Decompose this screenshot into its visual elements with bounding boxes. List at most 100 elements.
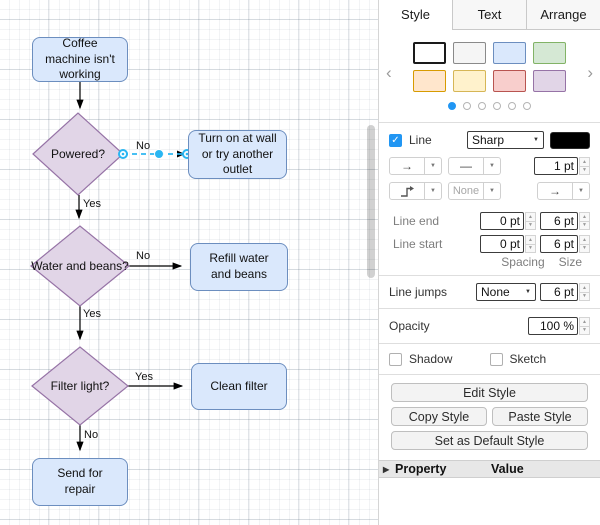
- edge-label-no[interactable]: No: [136, 250, 150, 262]
- line-end-spacing-input[interactable]: [480, 212, 524, 230]
- sketch-checkbox[interactable]: [490, 353, 503, 366]
- properties-header[interactable]: ▶ Property Value: [379, 460, 600, 478]
- opacity-section: Opacity ▲▼: [379, 308, 600, 343]
- copy-style-button[interactable]: Copy Style: [391, 407, 487, 426]
- arrow-right-icon: →: [538, 183, 572, 199]
- line-start-marker-button[interactable]: None ▼: [448, 182, 501, 200]
- swatch-orange[interactable]: [413, 70, 446, 92]
- node-turn-on-at-wall[interactable]: Turn on at wall or try another outlet: [188, 130, 287, 179]
- shadow-checkbox[interactable]: [389, 353, 402, 366]
- swatch-purple[interactable]: [533, 70, 566, 92]
- page-dot[interactable]: [478, 102, 486, 110]
- node-label: Refill water and beans: [199, 251, 279, 282]
- swatch-red[interactable]: [493, 70, 526, 92]
- stepper-down-icon: ▼: [579, 245, 590, 254]
- line-color-button[interactable]: [550, 132, 590, 149]
- page-dot[interactable]: [463, 102, 471, 110]
- caret-down-icon: ▼: [483, 158, 500, 174]
- swatch-gray[interactable]: [453, 42, 486, 64]
- swatch-yellow[interactable]: [453, 70, 486, 92]
- line-jumps-label: Line jumps: [389, 285, 476, 299]
- solid-line-icon: —: [449, 158, 483, 174]
- node-label: Send for repair: [41, 466, 119, 497]
- page-dot[interactable]: [493, 102, 501, 110]
- tab-text[interactable]: Text: [452, 0, 526, 29]
- caret-down-icon: ▼: [483, 183, 500, 199]
- line-style-value: Sharp: [472, 133, 504, 147]
- line-start-size-stepper[interactable]: ▲▼: [579, 235, 590, 253]
- set-default-style-button[interactable]: Set as Default Style: [391, 431, 588, 450]
- line-end-size-stepper[interactable]: ▲▼: [579, 212, 590, 230]
- swatch-white[interactable]: [413, 42, 446, 64]
- node-coffee-machine[interactable]: Coffee machine isn't working: [32, 37, 128, 82]
- page-dot[interactable]: [508, 102, 516, 110]
- node-send-for-repair[interactable]: Send for repair: [32, 458, 128, 506]
- decision-label-powered: Powered?: [23, 147, 133, 161]
- stepper-down-icon: ▼: [579, 293, 590, 302]
- line-checkbox[interactable]: ✓: [389, 134, 402, 147]
- edge-label-no[interactable]: No: [136, 140, 150, 152]
- line-end-spacing-stepper[interactable]: ▲▼: [525, 212, 536, 230]
- stepper-down-icon: ▼: [579, 167, 590, 176]
- stepper-up-icon: ▲: [525, 235, 536, 245]
- decision-label-water: Water and beans?: [25, 259, 135, 273]
- caret-down-icon: ▼: [533, 137, 539, 143]
- line-end-label: Line end: [393, 214, 480, 228]
- line-jumps-value: None: [481, 285, 510, 299]
- stepper-down-icon: ▼: [525, 222, 536, 231]
- waypoints-style-button[interactable]: ▼: [389, 182, 442, 200]
- chevron-right-icon[interactable]: ›: [587, 64, 593, 81]
- edge-label-yes[interactable]: Yes: [135, 371, 153, 383]
- tab-style[interactable]: Style: [379, 0, 452, 30]
- edit-style-button[interactable]: Edit Style: [391, 383, 588, 402]
- line-jumps-size-stepper[interactable]: ▲▼: [579, 283, 590, 301]
- caret-down-icon: ▼: [525, 289, 531, 295]
- check-icon: ✓: [391, 135, 399, 146]
- style-presets: ‹ ›: [379, 30, 600, 122]
- page-dot[interactable]: [448, 102, 456, 110]
- style-swatch-grid: [379, 42, 600, 92]
- diagram-canvas[interactable]: Coffee machine isn't working Turn on at …: [0, 0, 378, 525]
- line-style-select[interactable]: Sharp ▼: [467, 131, 544, 149]
- caret-down-icon: ▼: [424, 183, 441, 199]
- swatch-blue[interactable]: [493, 42, 526, 64]
- opacity-input[interactable]: [528, 317, 578, 335]
- node-label: Coffee machine isn't working: [41, 36, 119, 83]
- line-pattern-button[interactable]: — ▼: [448, 157, 501, 175]
- stepper-up-icon: ▲: [579, 235, 590, 245]
- line-start-spacing-stepper[interactable]: ▲▼: [525, 235, 536, 253]
- line-end-marker-button[interactable]: → ▼: [537, 182, 590, 200]
- stepper-down-icon: ▼: [579, 327, 590, 336]
- size-column-label: Size: [559, 255, 582, 269]
- node-label: Clean filter: [210, 379, 267, 395]
- canvas-vertical-scrollbar[interactable]: [367, 125, 375, 278]
- edge-label-no[interactable]: No: [84, 429, 98, 441]
- line-jumps-select[interactable]: None ▼: [476, 283, 536, 301]
- line-end-size-input[interactable]: [540, 212, 578, 230]
- style-actions-section: Edit Style Copy Style Paste Style Set as…: [379, 374, 600, 460]
- line-start-spacing-input[interactable]: [480, 235, 524, 253]
- triangle-right-icon: ▶: [383, 465, 395, 474]
- line-start-label: Line start: [393, 237, 480, 251]
- swatch-green[interactable]: [533, 42, 566, 64]
- line-jumps-size-input[interactable]: [540, 283, 578, 301]
- tab-arrange[interactable]: Arrange: [526, 0, 600, 29]
- node-refill-water-beans[interactable]: Refill water and beans: [190, 243, 288, 291]
- edge-waypoint-handle[interactable]: [155, 150, 164, 159]
- stepper-down-icon: ▼: [579, 222, 590, 231]
- caret-down-icon: ▼: [572, 183, 589, 199]
- node-clean-filter[interactable]: Clean filter: [191, 363, 287, 410]
- chevron-left-icon[interactable]: ‹: [386, 64, 392, 81]
- line-start-size-input[interactable]: [540, 235, 578, 253]
- line-width-input[interactable]: [534, 157, 578, 175]
- decision-label-filter: Filter light?: [25, 379, 135, 393]
- line-width-stepper[interactable]: ▲ ▼: [579, 157, 590, 175]
- stepper-up-icon: ▲: [579, 317, 590, 327]
- opacity-stepper[interactable]: ▲▼: [579, 317, 590, 335]
- connection-style-button[interactable]: → ▼: [389, 157, 442, 175]
- page-dot[interactable]: [523, 102, 531, 110]
- edge-label-yes[interactable]: Yes: [83, 308, 101, 320]
- paste-style-button[interactable]: Paste Style: [492, 407, 588, 426]
- edge-label-yes[interactable]: Yes: [83, 198, 101, 210]
